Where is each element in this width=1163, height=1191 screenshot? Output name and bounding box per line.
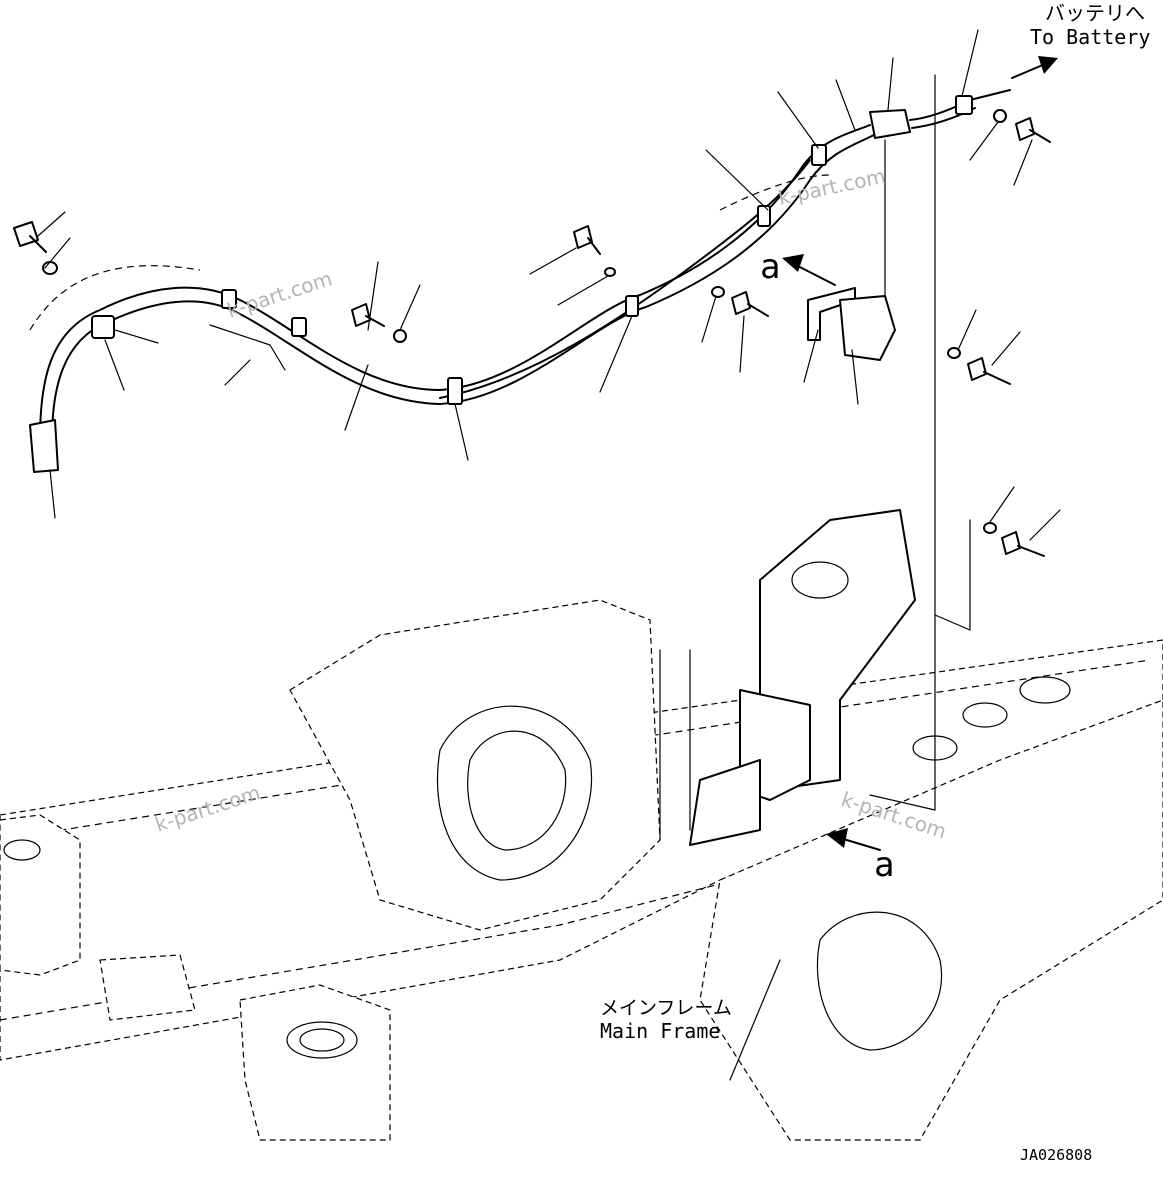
callout-leaders	[37, 29, 1061, 541]
watermark: k-part.com	[776, 164, 888, 210]
main-frame-label-en: Main Frame	[600, 1019, 720, 1043]
drawing-code: JA026808	[1020, 1146, 1092, 1164]
view-a-label-bottom: a	[874, 845, 894, 885]
main-frame	[0, 74, 1163, 1141]
battery-label-jp: バッテリへ	[1045, 1, 1145, 25]
watermark: k-part.com	[224, 266, 335, 322]
view-a-label-top: a	[760, 247, 780, 287]
bolt-group	[13, 117, 1051, 557]
main-frame-label-jp: メインフレーム	[600, 997, 732, 1019]
battery-label-en: To Battery	[1030, 25, 1150, 49]
harness-assembly	[13, 29, 1061, 557]
washer-group	[42, 109, 1007, 534]
